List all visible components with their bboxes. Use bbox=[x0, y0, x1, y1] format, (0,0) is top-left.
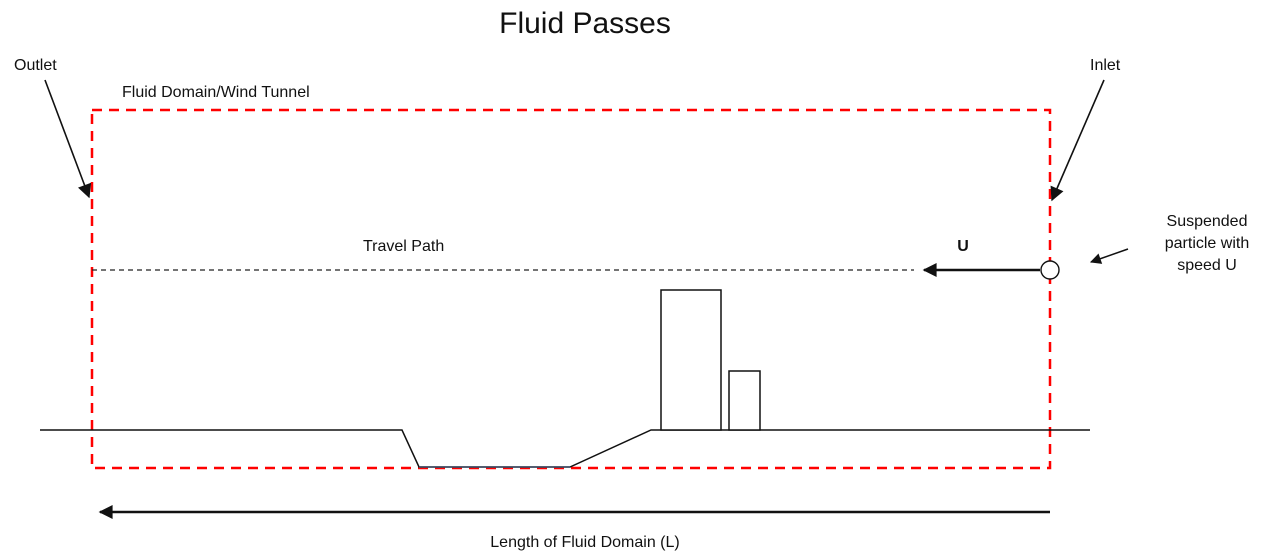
velocity-label: U bbox=[957, 238, 969, 255]
outlet-label: Outlet bbox=[14, 57, 57, 74]
particle-annotation-line1: Suspended bbox=[1167, 213, 1248, 230]
inlet-arrow bbox=[1050, 79, 1105, 202]
particle-annotation-line3: speed U bbox=[1177, 257, 1237, 274]
outlet-arrow bbox=[44, 79, 92, 199]
particle-annotation-arrow bbox=[1089, 248, 1129, 264]
terrain-profile-line bbox=[40, 429, 1090, 468]
domain-length-label: Length of Fluid Domain (L) bbox=[490, 534, 679, 551]
building-tall bbox=[660, 289, 722, 431]
fluid-domain-label: Fluid Domain/Wind Tunnel bbox=[122, 84, 310, 101]
inlet-label: Inlet bbox=[1090, 57, 1121, 74]
travel-path-label: Travel Path bbox=[363, 238, 444, 255]
particle-annotation-line2: particle with bbox=[1165, 235, 1249, 252]
fluid-domain-boundary bbox=[90, 108, 1052, 470]
building-short bbox=[728, 370, 761, 431]
suspended-particle bbox=[1040, 260, 1060, 280]
diagram-title: Fluid Passes bbox=[499, 7, 671, 40]
